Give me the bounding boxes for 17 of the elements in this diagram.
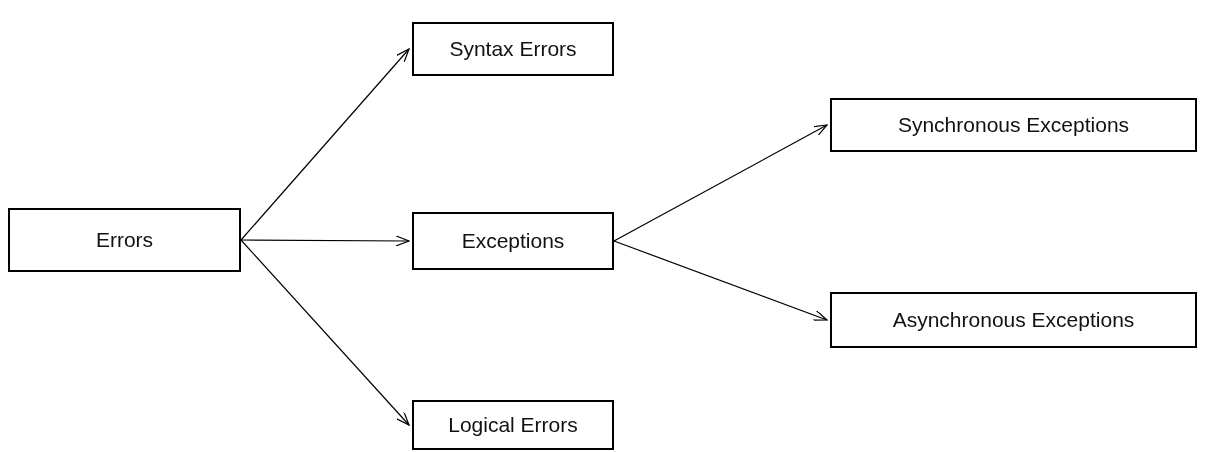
- node-label: Logical Errors: [448, 413, 578, 437]
- process-box: [412, 22, 614, 76]
- arrow: [240, 239, 410, 426]
- arrow: [240, 48, 410, 241]
- node-label: Asynchronous Exceptions: [892, 308, 1135, 332]
- process-box: [830, 98, 1197, 152]
- arrow: [613, 240, 828, 321]
- process-box: [412, 212, 614, 270]
- node-label: Synchronous Exceptions: [897, 113, 1130, 137]
- process-box: [830, 292, 1197, 348]
- node-label: Exceptions: [461, 229, 565, 253]
- arrow: [613, 124, 828, 242]
- arrow: [240, 235, 410, 247]
- node-label: Syntax Errors: [449, 37, 577, 61]
- process-box: [412, 400, 614, 450]
- process-box: [8, 208, 241, 272]
- node-label: Errors: [95, 228, 154, 252]
